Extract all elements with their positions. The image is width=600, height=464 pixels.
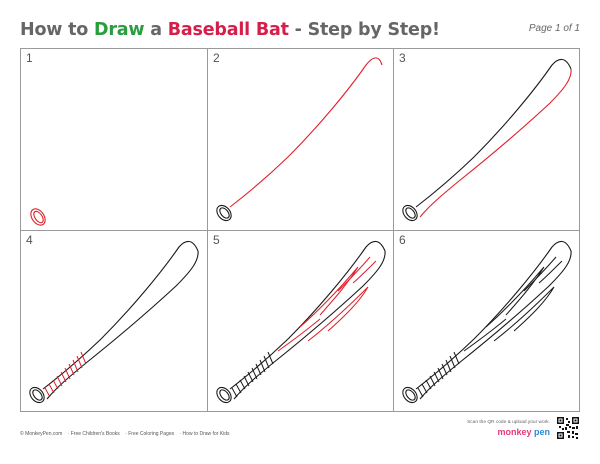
grip-tape xyxy=(417,351,460,398)
wood-grain xyxy=(463,256,563,352)
steps-grid: 1 2 3 4 xyxy=(20,48,580,412)
header: How to Draw a Baseball Bat - Step by Ste… xyxy=(20,18,580,42)
footer-copyright[interactable]: © MonkeyPen.com xyxy=(20,431,63,437)
bat-knob xyxy=(402,204,418,222)
footer-links: © MonkeyPen.com · Free Children's Books … xyxy=(20,431,234,437)
bat-knob xyxy=(216,386,232,404)
step-number-3: 3 xyxy=(399,51,406,65)
step-4-drawing xyxy=(29,240,199,404)
step-number-4: 4 xyxy=(26,233,33,247)
bat-knob xyxy=(29,386,45,404)
brand-logo: monkey pen xyxy=(497,427,550,437)
step-number-2: 2 xyxy=(213,51,220,65)
grip-tape xyxy=(231,351,274,398)
step-panel-6: 6 xyxy=(393,230,579,411)
title-middle: a xyxy=(144,20,168,40)
footer: © MonkeyPen.com · Free Children's Books … xyxy=(20,416,580,458)
step-panel-4: 4 xyxy=(21,230,207,411)
title-prefix: How to xyxy=(20,20,95,40)
step-panel-1: 1 xyxy=(21,49,207,230)
footer-link-coloring[interactable]: · Free Coloring Pages xyxy=(125,431,175,437)
title-subject: Baseball Bat xyxy=(167,20,289,40)
title-draw: Draw xyxy=(94,20,145,40)
step-number-5: 5 xyxy=(213,233,220,247)
step-5-drawing xyxy=(216,240,386,404)
bat-knob-new xyxy=(30,208,46,226)
bat-outline xyxy=(42,240,199,400)
step-3-drawing xyxy=(402,58,572,222)
bat-knob xyxy=(216,204,232,222)
brand-part-1: monkey xyxy=(497,427,532,437)
step-6-drawing xyxy=(402,240,572,404)
step-1-drawing xyxy=(30,208,46,226)
title-suffix: - Step by Step! xyxy=(288,20,440,40)
bat-upper-edge xyxy=(415,58,572,208)
bat-outline xyxy=(229,240,386,400)
step-panel-5: 5 xyxy=(207,230,393,411)
footer-link-books[interactable]: · Free Children's Books xyxy=(67,431,120,437)
step-panel-3: 3 xyxy=(393,49,579,230)
page-number: Page 1 of 1 xyxy=(528,23,580,34)
bat-upper-edge-new xyxy=(229,57,383,208)
bat-knob xyxy=(402,386,418,404)
step-number-1: 1 xyxy=(26,51,33,65)
page-title: How to Draw a Baseball Bat - Step by Ste… xyxy=(20,18,580,42)
bat-lower-edge-new xyxy=(419,68,572,218)
qr-code-icon[interactable] xyxy=(556,416,580,440)
brand-part-2: pen xyxy=(531,427,550,437)
step-2-drawing xyxy=(216,57,383,222)
grip-tape-new xyxy=(44,351,87,398)
wood-grain-new xyxy=(277,256,377,352)
step-panel-2: 2 xyxy=(207,49,393,230)
footer-link-howto[interactable]: · How to Draw for Kids xyxy=(179,431,230,437)
bat-outline xyxy=(415,240,572,400)
qr-instruction: Scan the QR code & upload your work. xyxy=(467,420,550,425)
step-number-6: 6 xyxy=(399,233,406,247)
